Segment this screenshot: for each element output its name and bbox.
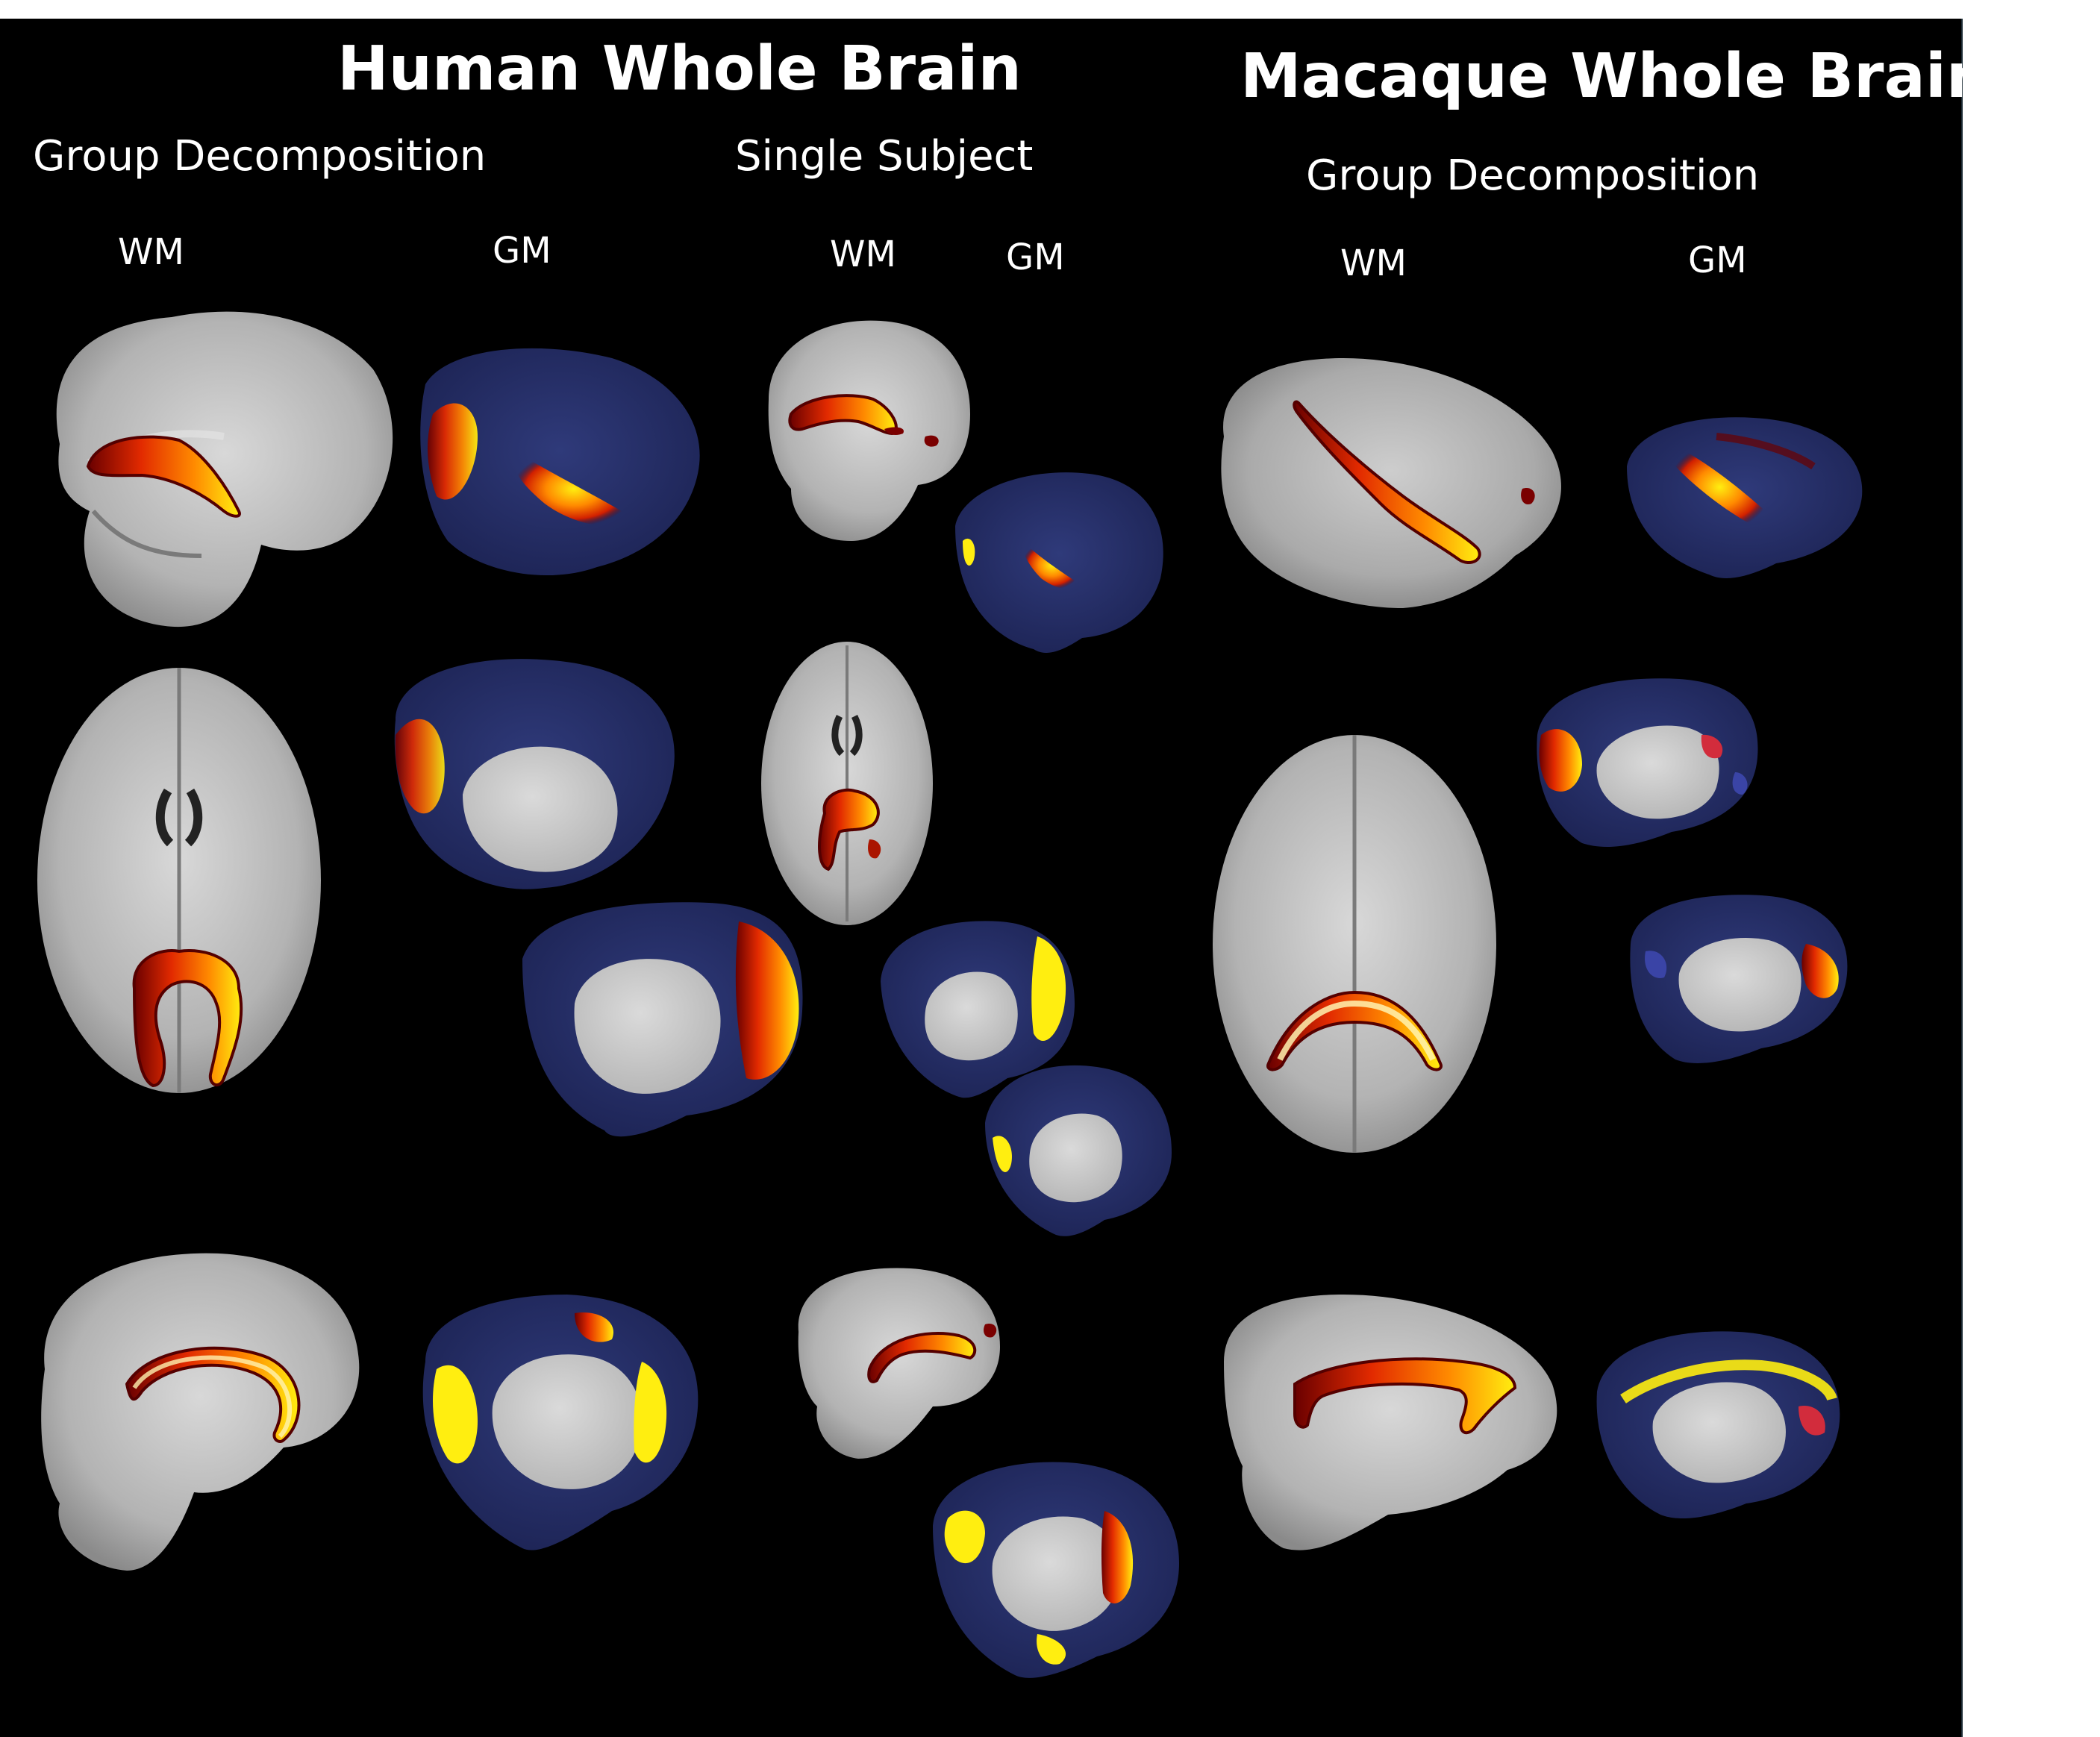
human-group-wm-tract-axial <box>132 949 243 1088</box>
human-group-gm-medial-surface-3 <box>422 1295 699 1550</box>
macaque-group-wm-tract-sagittal <box>1293 400 1481 564</box>
human-group-wm-tract-medial <box>125 1346 301 1443</box>
human-single-wm-tract-sagittal <box>788 394 898 435</box>
human-single-wm-tract-axial <box>818 788 880 871</box>
human-group-gm-lateral-surface <box>420 348 700 576</box>
macaque-group-wm-axial-slice <box>1213 735 1496 1153</box>
human-group-gm-medial-surface-1 <box>394 659 675 889</box>
figure-panel: Human Whole Brain Macaque Whole Brain Gr… <box>0 19 1990 1737</box>
macaque-group-gm-medial-surface-2 <box>1630 895 1848 1063</box>
human-group-wm-sagittal-slice <box>56 311 393 627</box>
human-group-wm-tract-sagittal <box>86 435 241 518</box>
human-single-gm-label: GM <box>1006 237 1065 278</box>
human-single-wm-sagittal-slice <box>768 320 970 541</box>
macaque-group-wm-tract-axial <box>1266 990 1443 1071</box>
human-group-wm-label: WM <box>118 231 184 273</box>
macaque-group-wm-tract-medial <box>1293 1357 1517 1435</box>
human-group-decomposition-label: Group Decomposition <box>33 132 487 181</box>
human-single-wm-label: WM <box>830 234 896 275</box>
human-group-gm-medial-surface-2 <box>522 902 803 1137</box>
macaque-group-wm-label: WM <box>1340 242 1407 284</box>
human-whole-brain-title: Human Whole Brain <box>337 34 1022 104</box>
macaque-group-wm-sagittal-slice <box>1221 358 1561 608</box>
human-single-wm-axial-slice <box>761 642 933 925</box>
brain-figure-art <box>37 311 1863 1678</box>
macaque-group-gm-medial-surface-3 <box>1596 1331 1840 1518</box>
human-group-wm-medial-slice <box>41 1253 360 1571</box>
macaque-group-gm-label: GM <box>1688 240 1747 281</box>
macaque-group-decomposition-label: Group Decomposition <box>1306 151 1760 200</box>
macaque-whole-brain-title: Macaque Whole Brain <box>1240 41 1990 112</box>
human-group-wm-axial-slice <box>37 668 321 1093</box>
macaque-group-gm-medial-surface-1 <box>1537 678 1758 847</box>
macaque-group-gm-lateral-surface <box>1627 417 1863 578</box>
human-single-subject-label: Single Subject <box>735 132 1034 181</box>
human-single-wm-medial-slice <box>798 1268 1000 1459</box>
human-single-gm-lateral-surface <box>955 472 1163 653</box>
human-single-gm-medial-surface-1 <box>881 921 1075 1098</box>
human-single-wm-tract-medial <box>867 1332 977 1383</box>
human-group-gm-label: GM <box>493 230 551 272</box>
macaque-group-wm-medial-slice <box>1224 1295 1557 1550</box>
human-single-gm-medial-surface-2 <box>985 1065 1172 1236</box>
human-single-gm-medial-surface-3 <box>933 1462 1179 1678</box>
